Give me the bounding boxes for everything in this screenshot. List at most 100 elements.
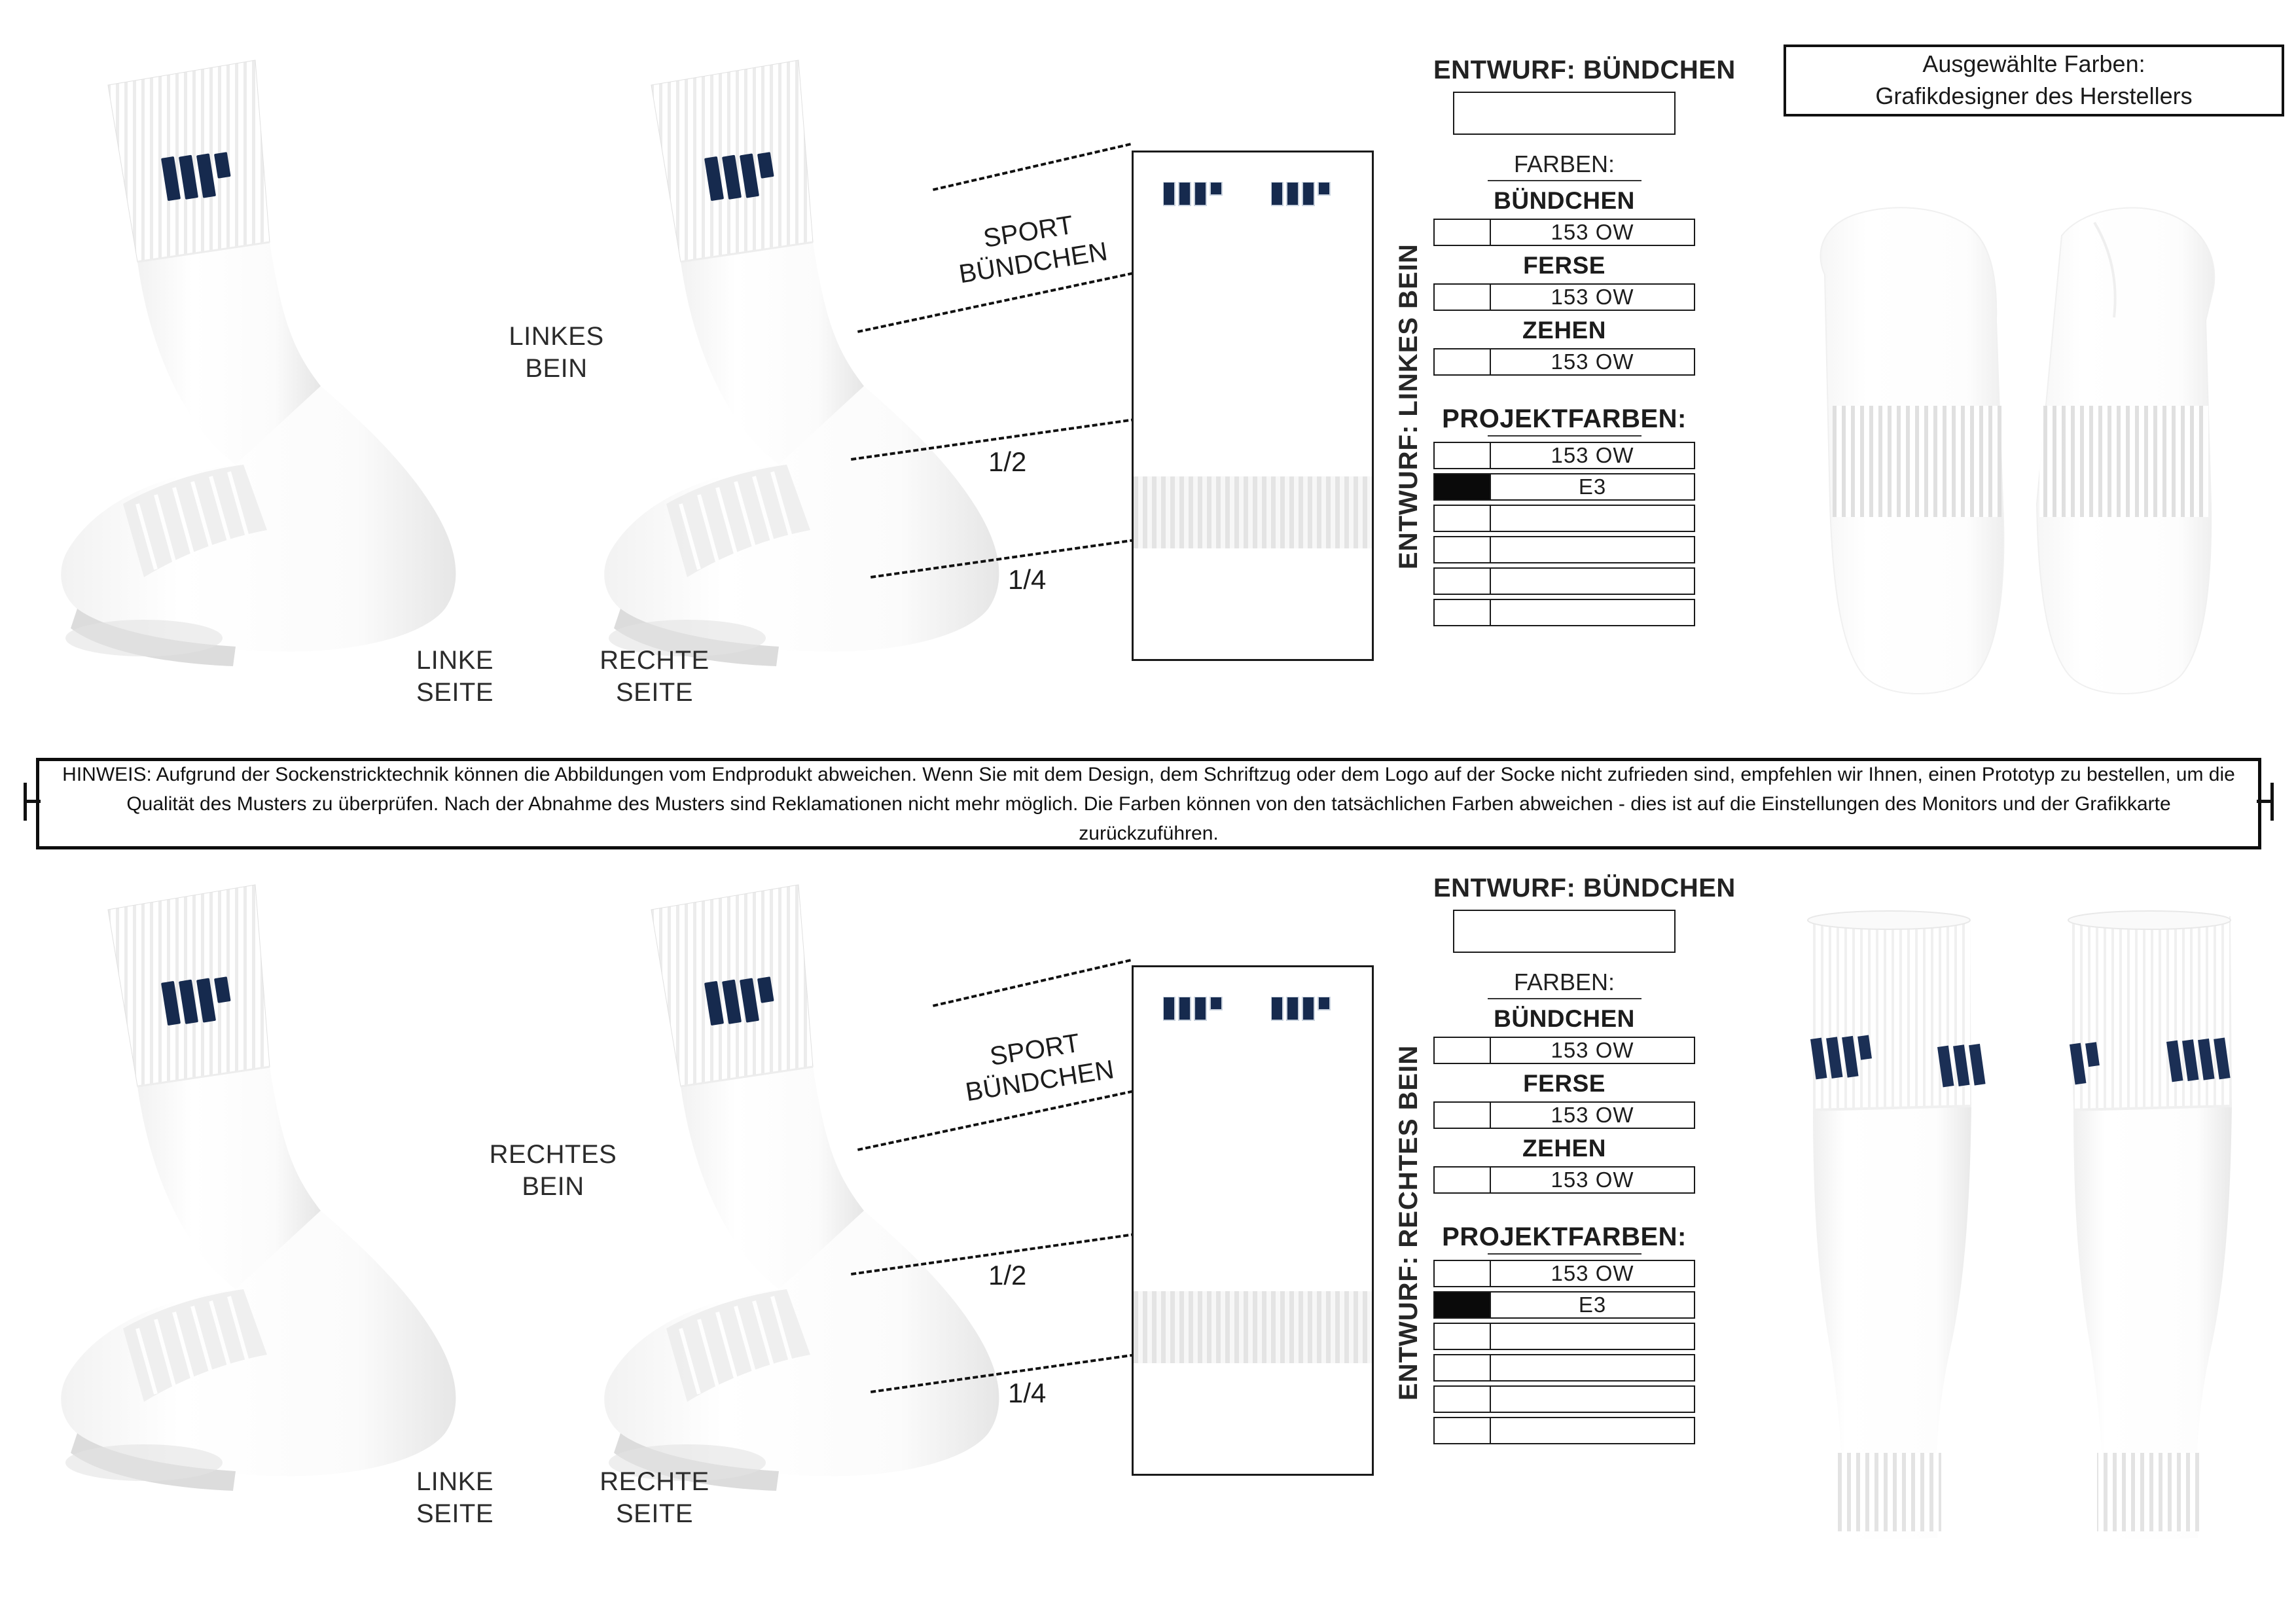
color-row-zehen-top[interactable]: 153 OW bbox=[1433, 348, 1695, 376]
projekt-swatch-top-1[interactable] bbox=[1433, 473, 1491, 501]
leg-label-bottom: RECHTES BEIN bbox=[445, 1139, 661, 1203]
projekt-value-bottom-1[interactable]: E3 bbox=[1491, 1291, 1695, 1319]
projekt-row-bottom-3[interactable] bbox=[1433, 1354, 1695, 1382]
projekt-swatch-top-3[interactable] bbox=[1433, 536, 1491, 563]
projekt-row-bottom-0[interactable]: 153 OW bbox=[1433, 1260, 1695, 1287]
group-head-bundchen-top: BÜNDCHEN bbox=[1494, 187, 1635, 214]
projekt-row-top-1[interactable]: E3 bbox=[1433, 473, 1695, 501]
projekt-value-bottom-3[interactable] bbox=[1491, 1354, 1695, 1382]
swatch-ferse-bottom[interactable] bbox=[1433, 1101, 1491, 1129]
projekt-swatch-bottom-0[interactable] bbox=[1433, 1260, 1491, 1287]
side-label-top-right-line1: RECHTE bbox=[600, 646, 709, 675]
projekt-swatch-top-4[interactable] bbox=[1433, 567, 1491, 595]
side-label-top-left-line1: LINKE bbox=[416, 646, 494, 675]
projekt-row-bottom-4[interactable] bbox=[1433, 1385, 1695, 1413]
sock-front-photo-pair bbox=[1774, 890, 2284, 1558]
projekt-row-top-0[interactable]: 153 OW bbox=[1433, 442, 1695, 469]
projektfarben-underline-top bbox=[1487, 435, 1641, 437]
projekt-swatch-bottom-1[interactable] bbox=[1433, 1291, 1491, 1319]
cuff-ribbon-band-top bbox=[1134, 476, 1372, 548]
projekt-swatch-bottom-5[interactable] bbox=[1433, 1417, 1491, 1444]
selected-colors-line2: Grafikdesigner des Herstellers bbox=[1875, 82, 2193, 109]
cuff-logo-top-b bbox=[1270, 181, 1336, 213]
projekt-row-bottom-2[interactable] bbox=[1433, 1323, 1695, 1350]
side-label-top-left: LINKE SEITE bbox=[373, 645, 537, 709]
group-head-bundchen-bottom: BÜNDCHEN bbox=[1494, 1005, 1635, 1032]
disclaimer-tick-left bbox=[24, 800, 41, 803]
value-ferse-top[interactable]: 153 OW bbox=[1491, 283, 1695, 311]
swatch-zehen-top[interactable] bbox=[1433, 348, 1491, 376]
projekt-row-top-4[interactable] bbox=[1433, 567, 1695, 595]
projekt-row-top-2[interactable] bbox=[1433, 505, 1695, 532]
projekt-value-bottom-4[interactable] bbox=[1491, 1385, 1695, 1413]
projekt-row-bottom-5[interactable] bbox=[1433, 1417, 1695, 1444]
side-label-bottom-right-line1: RECHTE bbox=[600, 1467, 709, 1496]
projekt-value-bottom-0[interactable]: 153 OW bbox=[1491, 1260, 1695, 1287]
cuff-note-box-bottom[interactable] bbox=[1453, 910, 1676, 953]
projekt-row-top-3[interactable] bbox=[1433, 536, 1695, 563]
projekt-swatch-bottom-3[interactable] bbox=[1433, 1354, 1491, 1382]
color-row-zehen-bottom[interactable]: 153 OW bbox=[1433, 1166, 1695, 1194]
selected-colors-box: Ausgewählte Farben: Grafikdesigner des H… bbox=[1784, 45, 2284, 116]
color-row-bundchen-top[interactable]: 153 OW bbox=[1433, 219, 1695, 246]
projektfarben-title-bottom: PROJEKTFARBEN: bbox=[1442, 1222, 1687, 1251]
projekt-value-top-5[interactable] bbox=[1491, 599, 1695, 626]
side-label-top-right-line2: SEITE bbox=[615, 677, 694, 707]
selected-colors-line1: Ausgewählte Farben: bbox=[1922, 50, 2145, 78]
value-bundchen-bottom[interactable]: 153 OW bbox=[1491, 1037, 1695, 1064]
projekt-swatch-top-2[interactable] bbox=[1433, 505, 1491, 532]
cuff-logo-bottom-b bbox=[1270, 996, 1336, 1027]
leg-label-bottom-line1: RECHTES bbox=[489, 1140, 617, 1169]
farben-label-top: FARBEN: bbox=[1433, 151, 1695, 181]
color-table-bottom: ENTWURF: BÜNDCHEN FARBEN: BÜNDCHEN 153 O… bbox=[1433, 874, 1736, 1444]
disclaimer-band: HINWEIS: Aufgrund der Sockenstricktechni… bbox=[36, 758, 2261, 849]
callout-quarter-top: 1/4 bbox=[1008, 564, 1047, 595]
farben-underline-top bbox=[1487, 180, 1641, 181]
group-head-ferse-bottom: FERSE bbox=[1523, 1070, 1605, 1097]
projektfarben-underline-bottom bbox=[1487, 1253, 1641, 1255]
cuff-note-box-top[interactable] bbox=[1453, 92, 1676, 135]
value-zehen-bottom[interactable]: 153 OW bbox=[1491, 1166, 1695, 1194]
vertical-title-bottom: ENTWURF: RECHTES BEIN bbox=[1394, 1044, 1423, 1400]
side-label-bottom-left-line2: SEITE bbox=[416, 1499, 494, 1528]
color-table-bottom-title: ENTWURF: BÜNDCHEN bbox=[1433, 874, 1736, 902]
projekt-swatch-top-5[interactable] bbox=[1433, 599, 1491, 626]
projekt-swatch-top-0[interactable] bbox=[1433, 442, 1491, 469]
projekt-value-bottom-5[interactable] bbox=[1491, 1417, 1695, 1444]
vertical-title-top: ENTWURF: LINKES BEIN bbox=[1394, 243, 1423, 569]
projekt-value-top-3[interactable] bbox=[1491, 536, 1695, 563]
side-label-bottom-left: LINKE SEITE bbox=[373, 1466, 537, 1530]
disclaimer-tick-right bbox=[2257, 800, 2274, 803]
projekt-row-top-5[interactable] bbox=[1433, 599, 1695, 626]
projektfarben-title-top: PROJEKTFARBEN: bbox=[1442, 404, 1687, 433]
projekt-row-bottom-1[interactable]: E3 bbox=[1433, 1291, 1695, 1319]
projekt-swatch-bottom-2[interactable] bbox=[1433, 1323, 1491, 1350]
projekt-value-bottom-2[interactable] bbox=[1491, 1323, 1695, 1350]
swatch-ferse-top[interactable] bbox=[1433, 283, 1491, 311]
cuff-design-panel-top bbox=[1132, 151, 1374, 661]
callout-half-bottom: 1/2 bbox=[988, 1260, 1027, 1291]
disclaimer-tick-left-vert bbox=[24, 783, 27, 821]
cuff-logo-bottom-a bbox=[1162, 996, 1229, 1027]
projekt-value-top-2[interactable] bbox=[1491, 505, 1695, 532]
value-bundchen-top[interactable]: 153 OW bbox=[1491, 219, 1695, 246]
swatch-zehen-bottom[interactable] bbox=[1433, 1166, 1491, 1194]
value-zehen-top[interactable]: 153 OW bbox=[1491, 348, 1695, 376]
swatch-bundchen-bottom[interactable] bbox=[1433, 1037, 1491, 1064]
color-row-bundchen-bottom[interactable]: 153 OW bbox=[1433, 1037, 1695, 1064]
color-row-ferse-bottom[interactable]: 153 OW bbox=[1433, 1101, 1695, 1129]
projekt-swatch-bottom-4[interactable] bbox=[1433, 1385, 1491, 1413]
sock-illustration-bottom-right bbox=[583, 864, 1041, 1558]
disclaimer-tick-right-vert bbox=[2270, 783, 2274, 821]
swatch-bundchen-top[interactable] bbox=[1433, 219, 1491, 246]
group-head-ferse-top: FERSE bbox=[1523, 252, 1605, 279]
sock-illustration-top-right bbox=[583, 46, 1041, 726]
color-row-ferse-top[interactable]: 153 OW bbox=[1433, 283, 1695, 311]
projekt-value-top-4[interactable] bbox=[1491, 567, 1695, 595]
projekt-value-top-1[interactable]: E3 bbox=[1491, 473, 1695, 501]
farben-underline-bottom bbox=[1487, 998, 1641, 999]
projekt-value-top-0[interactable]: 153 OW bbox=[1491, 442, 1695, 469]
side-label-bottom-right: RECHTE SEITE bbox=[566, 1466, 743, 1530]
value-ferse-bottom[interactable]: 153 OW bbox=[1491, 1101, 1695, 1129]
